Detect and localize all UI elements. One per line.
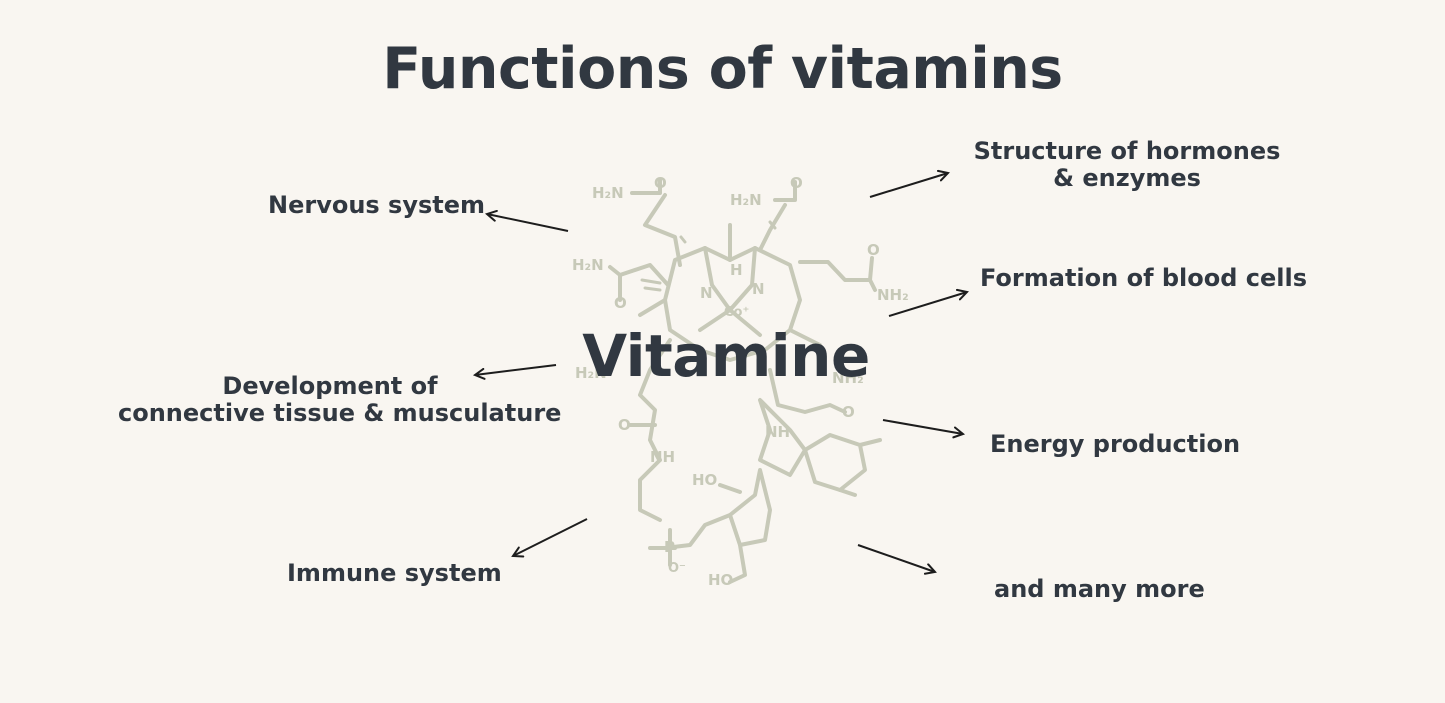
molecule-label-n-2: N	[752, 280, 765, 298]
arrow-energy	[882, 419, 963, 434]
label-development-line-2: connective tissue & musculature	[118, 399, 562, 427]
molecule-label-h2n-3: H₂N	[572, 256, 604, 274]
label-structure-line-2: & enzymes	[1053, 164, 1201, 192]
arrow-more	[857, 544, 935, 572]
page-title: Functions of vitamins	[382, 36, 1063, 102]
molecule-label-nh2-1: NH₂	[877, 286, 909, 304]
arrow-structure	[869, 173, 948, 198]
molecule-label-o-6: O	[842, 403, 855, 421]
molecule-label-h2n-2: H₂N	[730, 191, 762, 209]
molecule-label-n-1: N	[700, 284, 713, 302]
molecule-label-h2n-4: H₂N	[575, 364, 607, 382]
molecule-label-nh2-2: NH₂	[832, 369, 864, 387]
label-development-line-1: Development of	[222, 372, 438, 400]
molecule-label-o-2: O	[790, 174, 803, 192]
label-blood-cells: Formation of blood cells	[980, 264, 1308, 292]
molecule-label-o-5: O	[618, 416, 631, 434]
label-development: Development of connective tissue & muscu…	[118, 372, 562, 427]
label-energy-production: Energy production	[990, 430, 1241, 458]
molecule-label-o-4: O	[614, 294, 627, 312]
molecule-label-o-3: O	[867, 241, 880, 259]
label-structure-line-1: Structure of hormones	[973, 137, 1281, 165]
molecule-label-nh-1: NH	[765, 423, 790, 441]
arrow-immune-system	[513, 518, 588, 556]
center-label: Vitamine	[582, 322, 870, 390]
label-immune-system: Immune system	[287, 559, 502, 587]
label-and-many-more: and many more	[994, 575, 1205, 603]
label-structure: Structure of hormones & enzymes	[972, 138, 1282, 192]
molecule-label-o-minus: O⁻	[668, 561, 686, 576]
molecule-label-ho-1: HO	[692, 471, 717, 489]
molecule-label-ho-2: HO	[708, 571, 733, 589]
arrow-development	[475, 364, 557, 375]
molecule-label-h-1: H	[730, 261, 743, 279]
molecule-label-p: P	[664, 538, 675, 556]
molecule-label-nh-2: NH	[650, 448, 675, 466]
molecule-label-o-1: O	[654, 174, 667, 192]
arrow-blood-cells	[888, 292, 967, 317]
molecule-label-h2n-1: H₂N	[592, 184, 624, 202]
molecule-label-co: Co⁺	[724, 305, 749, 320]
arrow-nervous-system	[487, 214, 569, 232]
label-nervous-system: Nervous system	[268, 191, 486, 219]
